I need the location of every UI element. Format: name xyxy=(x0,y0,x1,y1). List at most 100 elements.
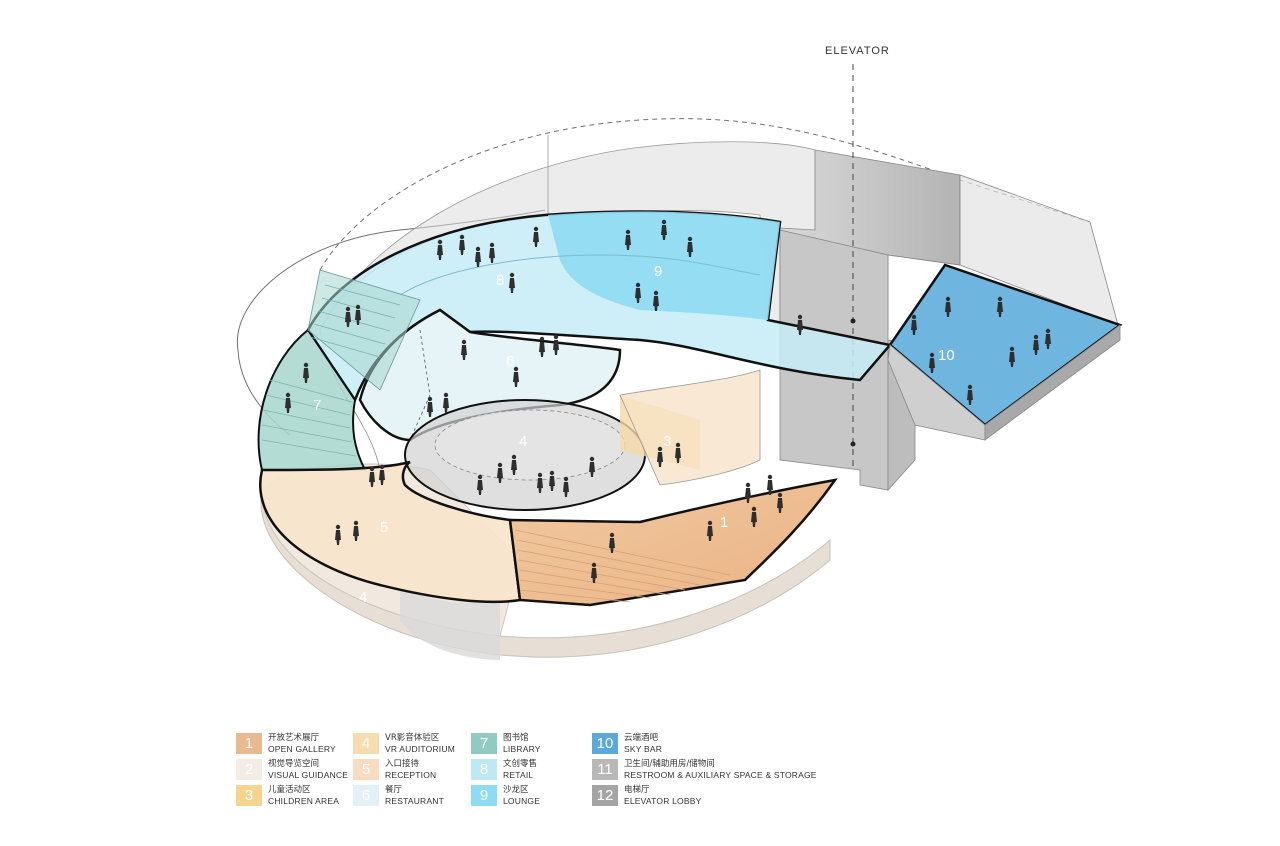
person-figure xyxy=(591,562,597,583)
legend-cn: 图书馆 xyxy=(503,733,529,743)
library-stairs xyxy=(257,269,421,471)
person-figure xyxy=(687,236,693,257)
legend-cn: 云端酒吧 xyxy=(624,733,659,743)
legend-cn: 视觉导览空间 xyxy=(268,759,320,769)
person-figure xyxy=(533,226,539,247)
legend-cn: 入口接待 xyxy=(385,759,420,769)
person-figure xyxy=(657,446,663,467)
person-figure xyxy=(511,454,517,475)
person-figure xyxy=(443,392,449,413)
legend-en: VR AUDITORIUM xyxy=(385,744,455,754)
person-figure xyxy=(303,362,309,383)
person-figure xyxy=(967,384,973,405)
person-figure xyxy=(537,472,543,493)
legend-swatch: 12 xyxy=(592,785,618,806)
person-figure xyxy=(777,492,783,513)
legend-en: CHILDREN AREA xyxy=(268,796,340,806)
legend-cn: 开放艺术展厅 xyxy=(268,733,320,743)
person-figure xyxy=(353,520,359,541)
legend-swatch: 7 xyxy=(471,733,497,754)
person-figure xyxy=(553,334,559,355)
person-figure xyxy=(563,476,569,497)
legend-en: RESTROOM & AUXILIARY SPACE & STORAGE xyxy=(624,770,817,780)
person-figure xyxy=(345,306,351,327)
person-figure xyxy=(589,456,595,477)
axonometric-diagram: ELEVATOR xyxy=(236,45,1123,660)
legend-cn: 卫生间/辅助用房/储物间 xyxy=(624,759,715,769)
person-figure xyxy=(751,506,757,527)
person-figure xyxy=(477,474,483,495)
person-figure xyxy=(427,396,433,417)
person-figure xyxy=(745,482,751,503)
person-figure xyxy=(335,524,341,545)
person-figure xyxy=(509,272,515,293)
person-figure xyxy=(285,392,291,413)
legend-cn: 餐厅 xyxy=(385,785,403,795)
legend-en: LIBRARY xyxy=(503,744,541,754)
elevator-label: ELEVATOR xyxy=(825,45,890,57)
person-figure xyxy=(539,336,545,357)
zone-label-sky-bar: 10 xyxy=(938,347,955,364)
legend-cn: 电梯厅 xyxy=(624,785,650,795)
legend-cn: 文创零售 xyxy=(503,759,538,769)
legend-en: RETAIL xyxy=(503,770,534,780)
person-figure xyxy=(675,442,681,463)
person-figure xyxy=(661,219,667,240)
legend-swatch: 11 xyxy=(592,759,618,780)
zone-label-restaurant: 6 xyxy=(506,353,514,370)
person-figure xyxy=(945,296,951,317)
person-figure xyxy=(475,246,481,267)
legend-swatch: 6 xyxy=(353,785,379,806)
zone-label-open-gallery: 1 xyxy=(720,514,728,531)
legend-en: VISUAL GUIDANCE xyxy=(268,770,349,780)
person-figure xyxy=(461,339,467,360)
legend-en: RECEPTION xyxy=(385,770,437,780)
person-figure xyxy=(1045,328,1051,349)
zone-label-reception: 5 xyxy=(380,519,388,536)
zone-label-children-area: 3 xyxy=(663,433,671,450)
zone-labels: 1 3 4 4 5 6 7 8 9 10 xyxy=(313,263,955,606)
legend-en: LOUNGE xyxy=(503,796,541,806)
legend-swatch: 10 xyxy=(592,733,618,754)
person-figure xyxy=(497,462,503,483)
person-figure xyxy=(929,352,935,373)
person-figure xyxy=(379,464,385,485)
person-figure xyxy=(635,282,641,303)
upper-ring xyxy=(306,210,893,403)
people-figures xyxy=(285,219,1051,583)
person-figure xyxy=(797,314,803,335)
legend-cn: VR影音体验区 xyxy=(385,733,440,743)
legend-en: RESTAURANT xyxy=(385,796,444,806)
person-figure xyxy=(437,239,443,260)
legend-swatch: 8 xyxy=(471,759,497,780)
legend-en: ELEVATOR LOBBY xyxy=(624,796,702,806)
person-figure xyxy=(1033,334,1039,355)
person-figure xyxy=(997,296,1003,317)
person-figure xyxy=(369,466,375,487)
reception-ring xyxy=(259,460,522,604)
legend-swatch: 2 xyxy=(236,759,262,780)
legend-swatch: 1 xyxy=(236,733,262,754)
person-figure xyxy=(707,520,713,541)
legend-cn: 儿童活动区 xyxy=(268,785,311,795)
elevator-axis: ELEVATOR xyxy=(825,45,890,470)
person-figure xyxy=(459,234,465,255)
person-figure xyxy=(355,304,361,325)
person-figure xyxy=(1009,346,1015,367)
person-figure xyxy=(653,290,659,311)
zone-label-vr-auditorium-lower: 4 xyxy=(359,589,367,606)
zone-label-vr-auditorium-upper: 4 xyxy=(519,433,527,450)
zone-label-retail: 8 xyxy=(496,272,504,289)
legend-swatch: 9 xyxy=(471,785,497,806)
